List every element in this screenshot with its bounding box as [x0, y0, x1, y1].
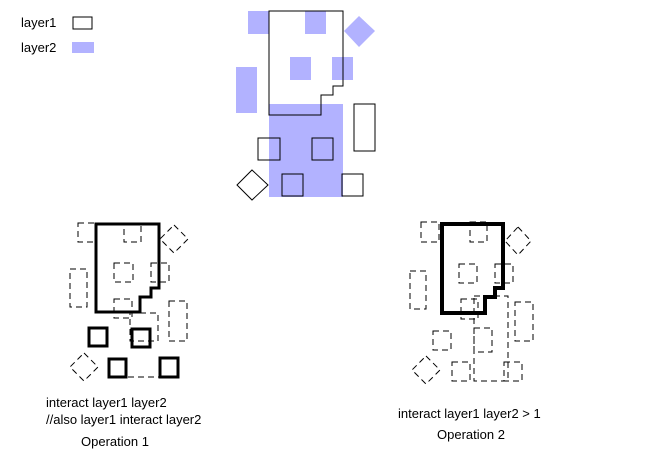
legend-layer1-swatch: [72, 16, 93, 30]
dashed-region: [473, 295, 509, 382]
selected-rect: [130, 327, 152, 349]
dashed-rect: [514, 301, 534, 342]
input-layout: [236, 10, 376, 201]
layer2-rect: [248, 11, 269, 34]
dashed-rect: [129, 312, 159, 342]
dashed-diamond: [159, 224, 189, 254]
layer1-rect: [341, 173, 364, 197]
layer1-diamond: [236, 169, 269, 201]
legend-layer2-label: layer2: [21, 40, 57, 55]
dashed-rect: [77, 222, 97, 243]
layer1-rect: [281, 173, 304, 197]
dashed-rect: [469, 221, 488, 243]
dashed-rect: [409, 270, 427, 310]
operation1-caption: Operation 1: [81, 434, 149, 449]
operation1-result: [69, 222, 189, 382]
layer2-diamond: [344, 16, 375, 47]
dashed-rect: [113, 298, 133, 319]
legend-layer2-swatch: [72, 42, 94, 53]
operation2-caption: Operation 2: [437, 427, 505, 442]
dashed-diamond: [504, 226, 532, 256]
layer1-rect: [353, 103, 376, 152]
layer1-rect: [257, 137, 281, 161]
dashed-unselected: [409, 221, 534, 385]
layer1-polygon: [268, 10, 344, 116]
selected-polygon: [94, 222, 161, 314]
layer2-rect: [290, 57, 311, 80]
layer2-rect: [236, 67, 257, 113]
dashed-rect: [473, 327, 493, 353]
layer1-rect: [311, 137, 334, 161]
dashed-rect: [69, 268, 88, 308]
selected-rect: [158, 356, 180, 379]
layer2-rect: [305, 11, 326, 34]
dashed-rect: [123, 222, 142, 243]
dashed-rect: [168, 300, 188, 342]
selected-rect: [107, 357, 128, 379]
dashed-rect: [432, 330, 452, 351]
selected-shapes: [440, 222, 505, 315]
selected-polygon: [440, 222, 505, 315]
dashed-rect: [451, 361, 471, 382]
dashed-rect: [458, 263, 478, 284]
operation1-command-alt: //also layer1 interact layer2: [46, 412, 202, 427]
operation2-command: interact layer1 layer2 > 1: [398, 406, 541, 421]
selected-rect: [87, 326, 109, 348]
legend-layer1-label: layer1: [21, 15, 57, 30]
dashed-diamond: [411, 355, 441, 385]
dashed-rect: [503, 361, 523, 382]
dashed-rect: [420, 221, 440, 243]
dashed-diamond: [69, 352, 99, 382]
layer2-region: [269, 104, 343, 197]
operation2-result: [409, 221, 534, 385]
dashed-rect: [460, 298, 479, 320]
operation1-command: interact layer1 layer2: [46, 395, 167, 410]
layer1-shapes: [236, 10, 376, 201]
dashed-rect: [113, 262, 134, 283]
selected-shapes: [87, 222, 180, 379]
layer2-shapes: [236, 11, 375, 197]
